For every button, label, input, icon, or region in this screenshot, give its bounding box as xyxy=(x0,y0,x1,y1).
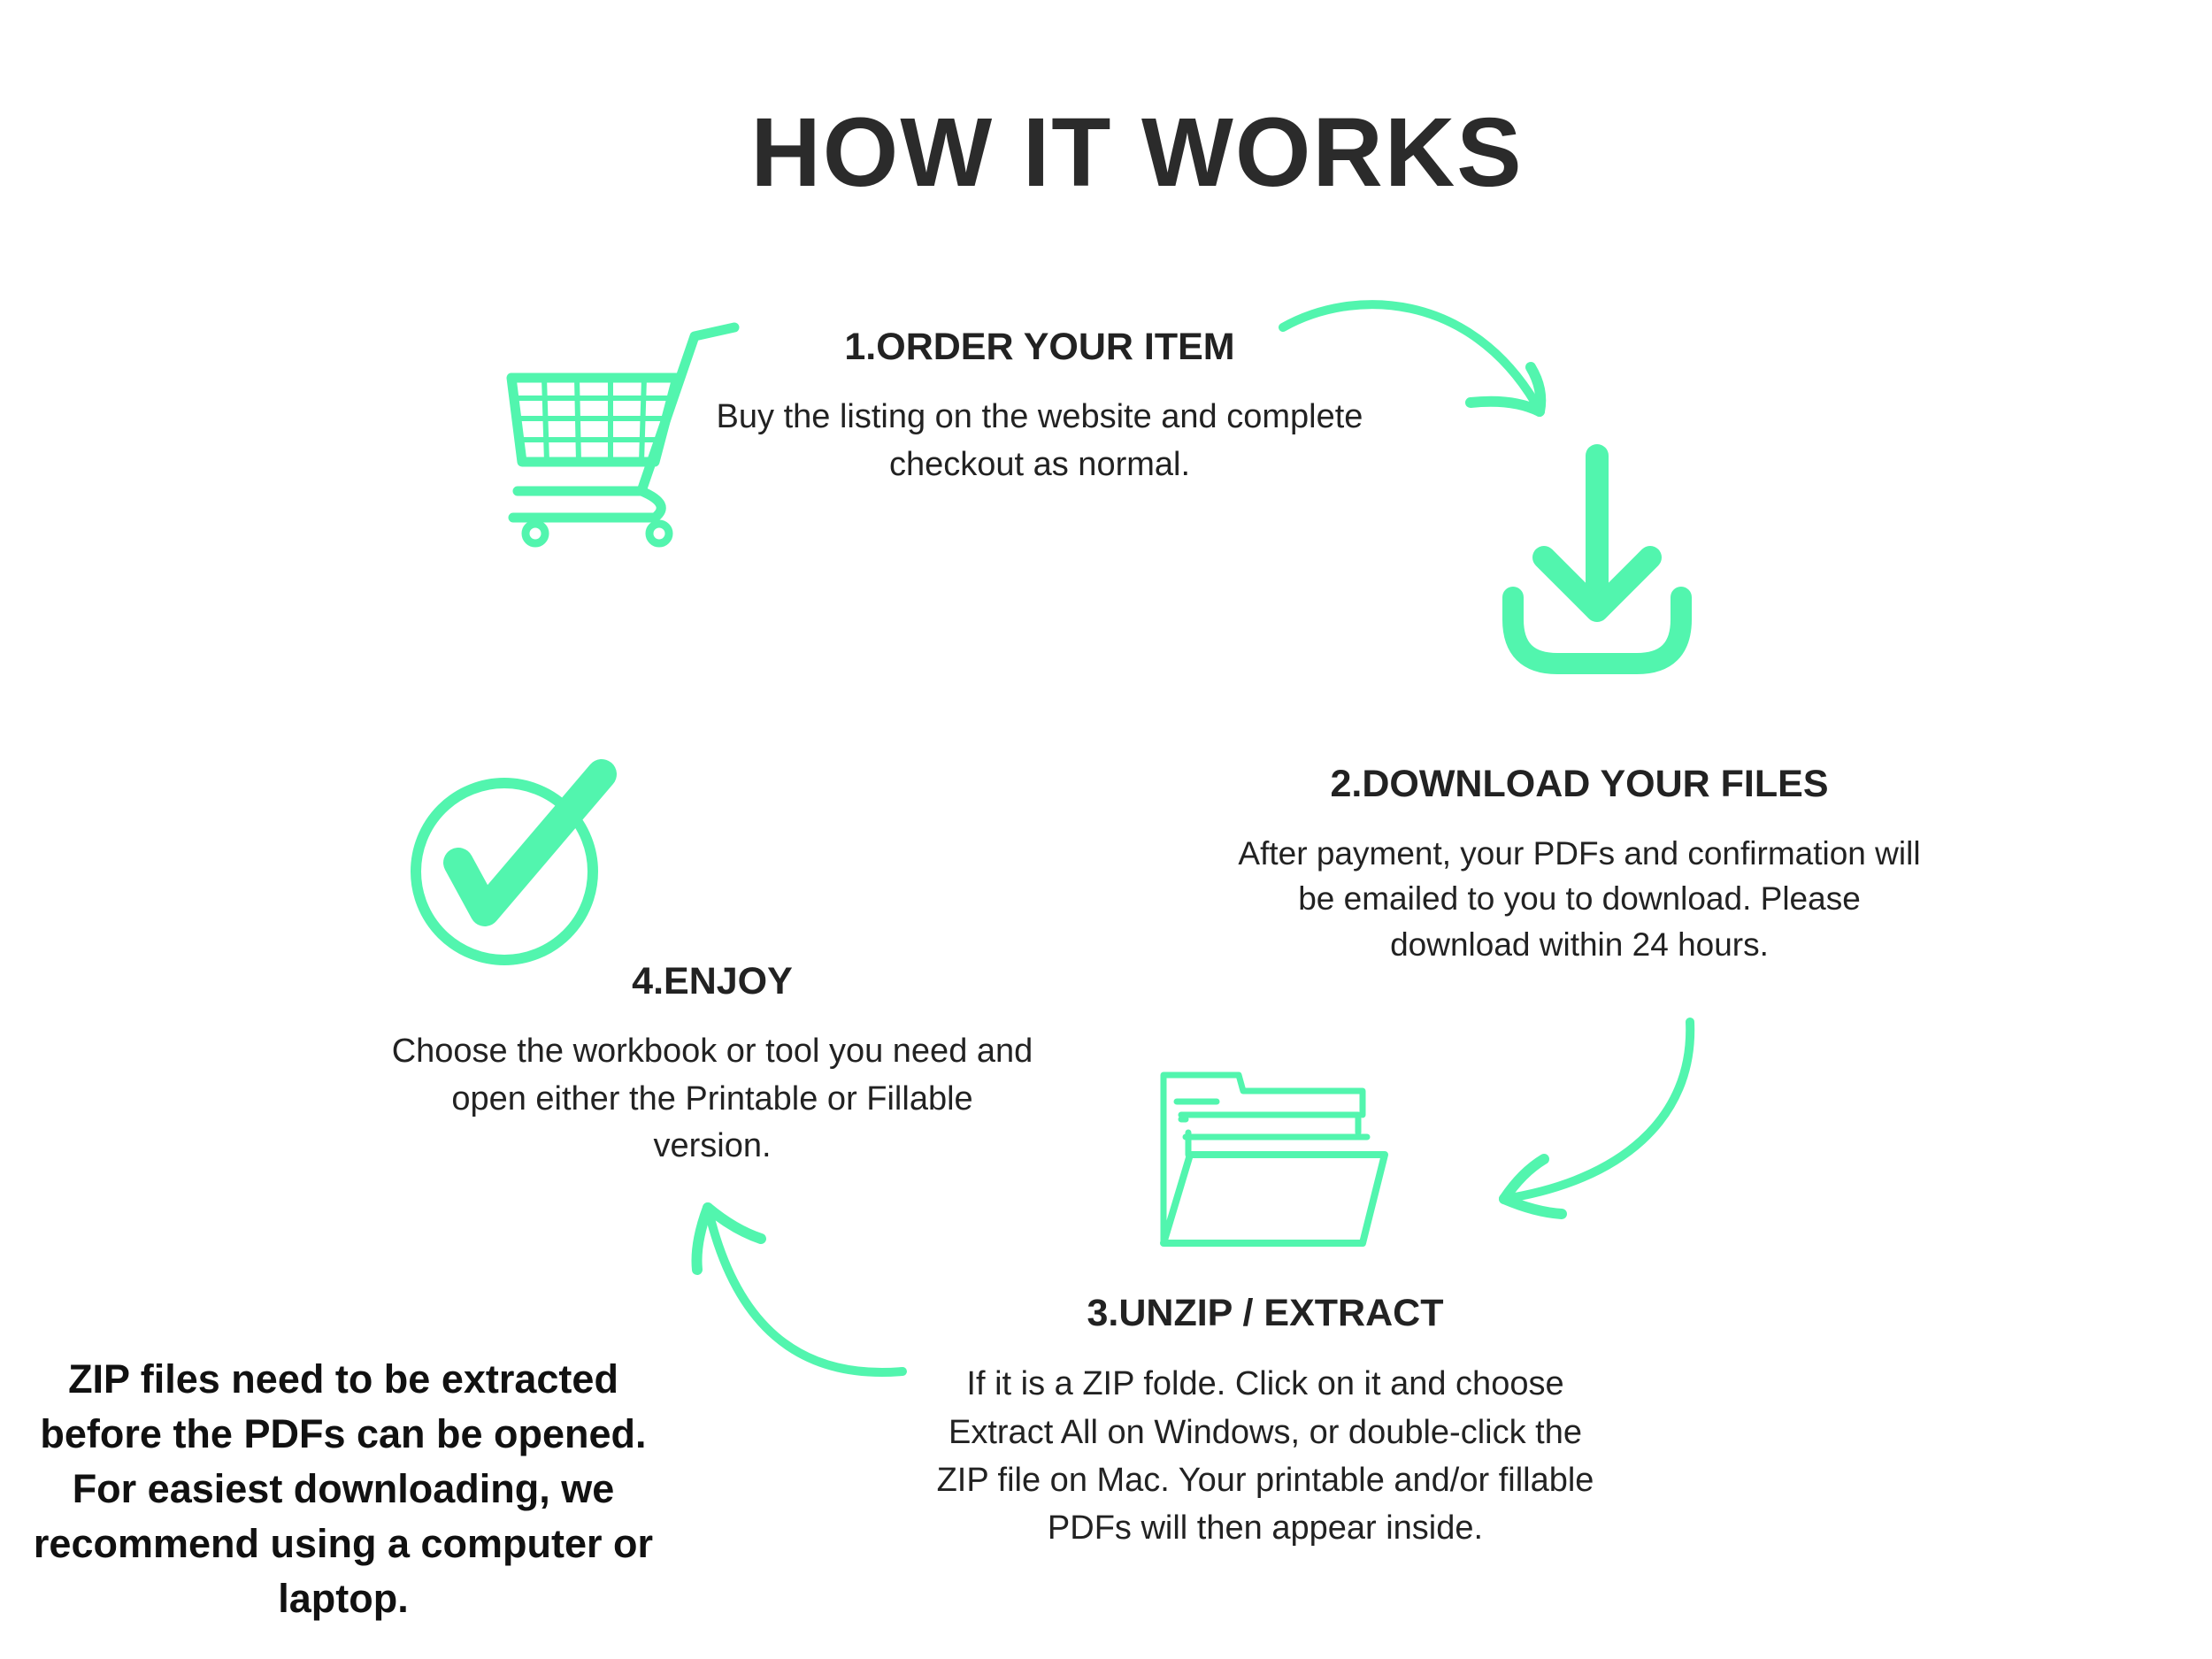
step-order: 1.ORDER YOUR ITEM Buy the listing on the… xyxy=(699,326,1380,489)
step-download: 2.DOWNLOAD YOUR FILES After payment, you… xyxy=(1230,763,1929,967)
step-description: If it is a ZIP folde. Click on it and ch… xyxy=(936,1365,1594,1548)
download-icon xyxy=(1502,444,1692,674)
arrow-step2-to-step3 xyxy=(1499,1018,1695,1219)
shopping-cart-icon xyxy=(506,322,740,548)
step-title: 2.DOWNLOAD YOUR FILES xyxy=(1330,763,1829,805)
step-unzip: 3.UNZIP / EXTRACT If it is a ZIP folde. … xyxy=(929,1292,1601,1553)
step-title: 4.ENJOY xyxy=(632,960,793,1002)
page-title: HOW IT WORKS xyxy=(750,98,1524,207)
step-description: Buy the listing on the website and compl… xyxy=(716,398,1363,484)
checkmark-circle-icon xyxy=(411,759,617,965)
zip-note: ZIP files need to be extracted before th… xyxy=(33,1356,654,1622)
arrow-step1-to-step2 xyxy=(1279,300,1547,417)
arrow-step3-to-step4 xyxy=(691,1202,907,1377)
step-title: 3.UNZIP / EXTRACT xyxy=(1087,1292,1444,1334)
step-title: 1.ORDER YOUR ITEM xyxy=(844,326,1235,368)
step-enjoy: 4.ENJOY Choose the workbook or tool you … xyxy=(389,960,1035,1170)
step-description: Choose the workbook or tool you need and… xyxy=(391,1033,1033,1164)
step-description: After payment, your PDFs and confirmatio… xyxy=(1238,835,1921,963)
folder-icon xyxy=(1160,1071,1388,1247)
